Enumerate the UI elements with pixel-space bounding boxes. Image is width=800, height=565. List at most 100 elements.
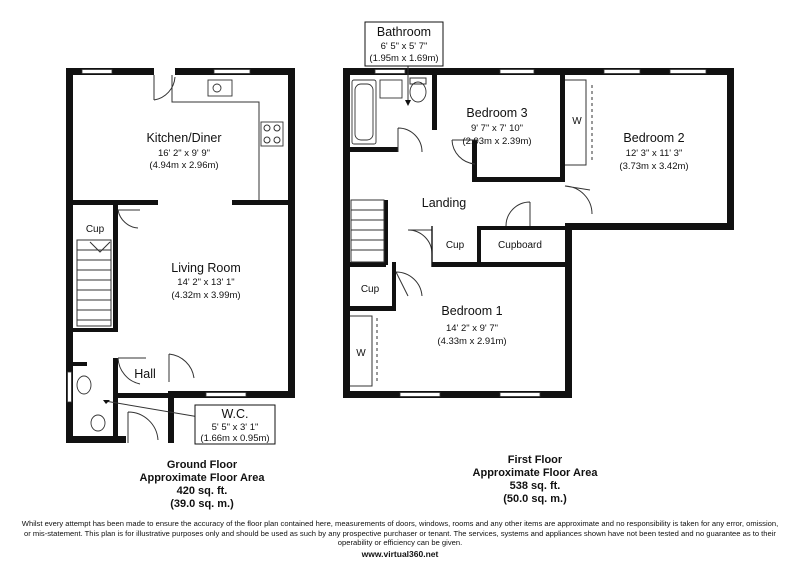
bedroom2-imperial: 12' 3" x 11' 3": [626, 148, 683, 159]
ff-caption-sqft: 538 sq. ft.: [510, 480, 561, 492]
ff-wall-step-bottom: [565, 223, 734, 230]
ff-window-bath: [374, 69, 406, 74]
landing-label: Landing: [422, 196, 467, 210]
ff-wall-top: [343, 68, 734, 75]
ff-wall-left: [343, 68, 350, 398]
gf-window-kitchen-2: [213, 69, 251, 74]
hall-label: Hall: [134, 367, 156, 381]
gf-wall-wc-side: [113, 398, 118, 443]
ff-window-bed1-1: [399, 392, 441, 397]
living-imperial: 14' 2" x 13' 1": [177, 277, 234, 288]
ff-bed1-door: [395, 271, 423, 297]
living-name: Living Room: [171, 261, 240, 275]
gf-wall-wc-top: [73, 362, 87, 366]
bedroom2-metric: (3.73m x 3.42m): [619, 161, 688, 172]
ff-cupboard-door: [505, 201, 531, 227]
gf-wall-hall-right: [113, 358, 118, 398]
ff-caption-sqm: (50.0 sq. m.): [503, 493, 567, 505]
gf-caption-sqft: 420 sq. ft.: [177, 485, 228, 497]
gf-kitchen-counter: [171, 75, 260, 200]
ff-wall-cup2-bottom: [350, 306, 396, 311]
ff-cup1-label: Cup: [446, 240, 465, 251]
living-metric: (4.32m x 3.99m): [171, 290, 240, 301]
ff-toilet: [409, 81, 427, 103]
gf-caption-sqm: (39.0 sq. m.): [170, 498, 234, 510]
bedroom1-metric: (4.33m x 2.91m): [437, 336, 506, 347]
kitchen-name: Kitchen/Diner: [146, 131, 221, 145]
gf-hall-door: [117, 357, 146, 385]
bedroom3-imperial: 9' 7" x 7' 10": [471, 123, 523, 134]
bedroom1-name: Bedroom 1: [441, 304, 502, 318]
ff-wall-stair-right: [384, 200, 388, 265]
gf-back-door: [153, 75, 176, 101]
kitchen-imperial: 16' 2" x 9' 9": [158, 148, 210, 159]
gf-wall-bottom-left: [66, 436, 126, 443]
bedroom3-name: Bedroom 3: [466, 106, 527, 120]
ff-cup2-label: Cup: [361, 284, 380, 295]
bathroom-metric: (1.95m x 1.69m): [369, 53, 438, 64]
gf-wall-hall-top: [73, 328, 118, 332]
floor-plan: Kitchen/Diner 16' 2" x 9' 9" (4.94m x 2.…: [66, 21, 734, 510]
bedroom1-wardrobe-label: W: [356, 348, 366, 359]
kitchen-metric: (4.94m x 2.96m): [149, 160, 218, 171]
gf-window-kitchen-1: [81, 69, 113, 74]
wc-metric: (1.66m x 0.95m): [200, 433, 269, 444]
first-floor-plan: Bathroom 6' 5" x 5' 7" (1.95m x 1.69m) B…: [343, 21, 734, 505]
gf-living-door: [168, 353, 195, 382]
gf-hob: [260, 121, 284, 147]
gf-wall-kitchen-living: [73, 200, 158, 205]
gf-wc-toilet: [76, 375, 92, 395]
ff-wall-bed3-left: [472, 140, 477, 182]
ff-bed2-wardrobe: [565, 79, 587, 166]
ff-staircase: [350, 199, 385, 263]
gf-wc-basin: [90, 414, 106, 432]
bathroom-name: Bathroom: [377, 25, 431, 39]
gf-sink-bowl: [212, 83, 222, 93]
bedroom3-metric: (2.93m x 2.39m): [462, 136, 531, 147]
gf-staircase: [76, 239, 112, 327]
ff-cup-door: [407, 229, 433, 255]
bathroom-imperial: 6' 5" x 5' 7": [381, 41, 428, 52]
gf-front-door: [127, 411, 159, 443]
ground-floor-plan: Kitchen/Diner 16' 2" x 9' 9" (4.94m x 2.…: [66, 68, 295, 510]
ff-window-bed3: [499, 69, 535, 74]
ff-basin: [379, 79, 403, 99]
disclaimer-text: Whilst every attempt has been made to en…: [21, 519, 779, 547]
wc-label-box: [194, 404, 276, 445]
ff-bed1-wardrobe: [350, 315, 373, 387]
gf-wc-pointer: [104, 400, 206, 419]
ff-caption-area-label: Approximate Floor Area: [473, 467, 599, 479]
ff-bed3-door: [451, 139, 477, 165]
ff-wall-bathroom-bottom: [350, 147, 398, 152]
gf-window-living: [205, 392, 247, 397]
wc-name: W.C.: [221, 407, 248, 421]
ff-wall-bottom: [343, 391, 572, 398]
cupboard-label: Cupboard: [498, 240, 542, 251]
bedroom2-wardrobe-label: W: [572, 116, 582, 127]
gf-cup-door: [117, 209, 140, 229]
ff-wall-cup-top: [477, 226, 565, 230]
ff-wall-right-upper: [727, 68, 734, 230]
ff-bed2-door: [564, 185, 593, 215]
ff-wall-bed3-right: [560, 75, 565, 182]
ff-window-bed1-2: [499, 392, 541, 397]
gf-caption-area-label: Approximate Floor Area: [140, 472, 266, 484]
ff-wall-cup2-right: [392, 262, 396, 311]
gf-wall-wc-right: [118, 393, 168, 398]
bedroom2-name: Bedroom 2: [623, 131, 684, 145]
gf-window-wc: [67, 371, 72, 403]
gf-cup-label: Cup: [86, 224, 105, 235]
gf-caption-title: Ground Floor: [167, 459, 238, 471]
ff-wall-right-lower: [565, 223, 572, 398]
ff-caption-title: First Floor: [508, 454, 563, 466]
ff-bath-door: [397, 127, 423, 153]
ff-wall-stair-bottom: [350, 262, 386, 267]
ff-wall-cup1-right: [477, 226, 481, 267]
ff-window-bed2-1: [603, 69, 641, 74]
ff-wall-cup-row: [432, 262, 565, 267]
bedroom1-imperial: 14' 2" x 9' 7": [446, 323, 498, 334]
website-link[interactable]: www.virtual360.net: [361, 549, 439, 559]
gf-wall-left: [66, 68, 73, 443]
ff-wall-bed3-bottom: [472, 177, 565, 182]
wc-imperial: 5' 5" x 3' 1": [212, 422, 259, 433]
